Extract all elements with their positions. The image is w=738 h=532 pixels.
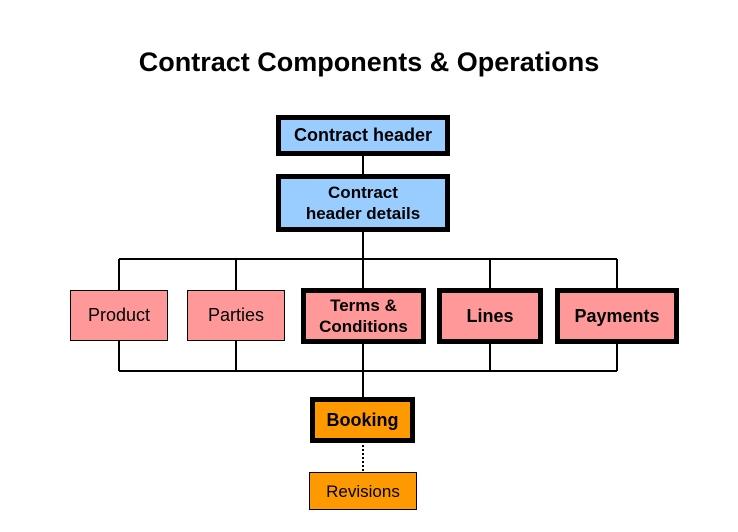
booking-label: Booking [326,409,399,430]
lines-box: Lines [437,288,543,344]
product-label: Product [87,305,151,325]
revisions-box: Revisions [309,472,417,510]
booking-box: Booking [310,397,415,443]
contract-header-box: Contract header [276,115,450,156]
parties-box: Parties [187,290,285,341]
diagram-title: Contract Components & Operations [138,47,600,77]
terms-conditions-box: Terms & Conditions [301,288,426,344]
payments-label: Payments [574,305,660,326]
terms-conditions-label: Terms & Conditions [319,296,408,336]
payments-box: Payments [555,288,679,344]
parties-label: Parties [207,305,265,325]
lines-label: Lines [466,305,514,326]
product-box: Product [70,290,168,341]
contract-header-label: Contract header [293,125,433,145]
contract-header-details-box: Contract header details [276,174,450,232]
contract-header-details-label: Contract header details [305,183,421,223]
revisions-label: Revisions [326,481,400,501]
